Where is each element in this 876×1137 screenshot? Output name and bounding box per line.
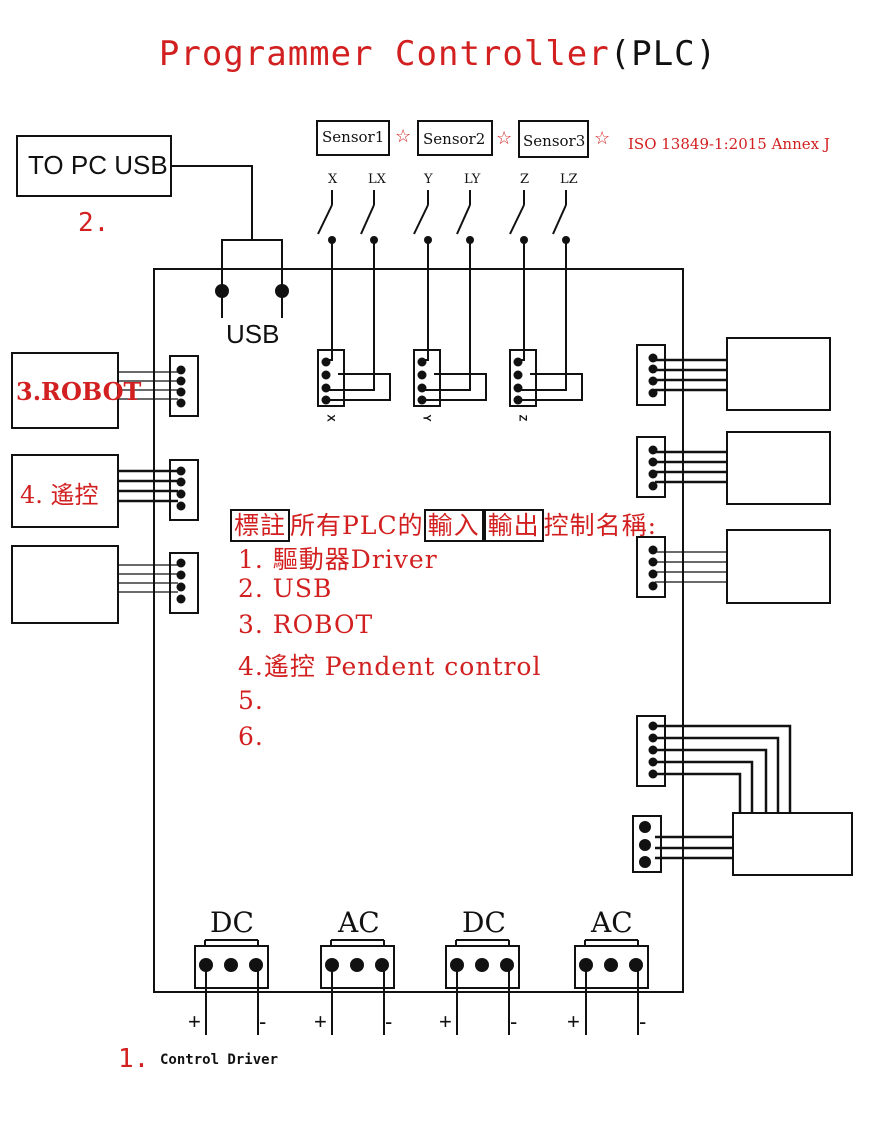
switch-label-lx: LX [368, 172, 386, 187]
plc-board [153, 268, 684, 993]
right-device-box-3 [726, 529, 831, 604]
left-device-box-3 [11, 545, 119, 624]
ac2-plus: + [567, 1009, 580, 1034]
dc2-minus: - [510, 1009, 518, 1034]
pc-usb-label: TO PC USB [28, 150, 168, 180]
footer-number: 1. [118, 1044, 150, 1074]
dc1-plus: + [188, 1009, 201, 1034]
sensor1-star-icon: ☆ [395, 126, 412, 146]
ac2-minus: - [639, 1009, 647, 1034]
connector-label-z: Z [516, 414, 529, 422]
notes-item-2: 2. USB [238, 574, 333, 603]
switch-label-lz: LZ [560, 172, 578, 187]
notes-item-3: 3. ROBOT [238, 610, 374, 639]
notes-item-1: 1. 驅動器Driver [238, 545, 438, 574]
dc-terminal-1 [194, 945, 269, 989]
switch-label-y: Y [424, 172, 433, 187]
sensor2-star-icon: ☆ [496, 128, 513, 148]
connector-label-x: X [324, 414, 337, 422]
switch-label-x: X [328, 172, 338, 187]
dc1-minus: - [259, 1009, 267, 1034]
ac1-minus: - [385, 1009, 393, 1034]
sensor3-box [518, 120, 589, 158]
connector-label-y: Y [420, 414, 433, 422]
right-connector-5 [632, 815, 662, 873]
notes-item-6: 6. [238, 722, 264, 751]
ac1-plus: + [314, 1009, 327, 1034]
sensor3-label: Sensor3 [523, 132, 586, 150]
notes-heading-part-5: 控制名稱: [543, 511, 658, 540]
pc-usb-number: 2. [78, 208, 110, 238]
page-title: Programmer Controller(PLC) [0, 34, 876, 74]
power-label-ac-1: AC [338, 906, 380, 939]
right-device-box-4 [732, 812, 853, 876]
ac-terminal-2 [574, 945, 649, 989]
notes-item-4: 4.遙控 Pendent control [238, 652, 542, 681]
power-label-dc-2: DC [462, 906, 506, 939]
switch-label-z: Z [520, 172, 530, 187]
notes-heading: 標註所有PLC的輸入輸出控制名稱: [230, 506, 657, 542]
pendant-device-label: 4. 遙控 [20, 481, 99, 509]
notes-heading-part-4: 輸出 [483, 509, 544, 542]
notes-item-5: 5. [238, 686, 264, 715]
right-device-box-1 [726, 337, 831, 411]
dc2-plus: + [439, 1009, 452, 1034]
ac-terminal-1 [320, 945, 395, 989]
standard-label: ISO 13849-1:2015 Annex J [628, 135, 830, 153]
title-suffix: (PLC) [609, 34, 718, 74]
power-label-ac-2: AC [591, 906, 633, 939]
notes-heading-part-1: 標註 [230, 509, 291, 542]
title-main: Programmer Controller [158, 34, 610, 74]
sensor2-label: Sensor2 [423, 130, 486, 148]
left-connector-1 [169, 355, 199, 417]
notes-heading-part-3: 輸入 [423, 509, 484, 542]
switch-label-ly: LY [464, 172, 481, 187]
right-connector-3 [636, 536, 666, 598]
footer-label: Control Driver [160, 1052, 279, 1068]
sensor1-box [316, 120, 390, 156]
right-device-box-2 [726, 431, 831, 505]
power-label-dc-1: DC [210, 906, 254, 939]
notes-heading-part-2: 所有PLC的 [290, 511, 424, 540]
right-connector-1 [636, 344, 666, 406]
usb-cable [171, 165, 253, 240]
usb-port [221, 239, 283, 293]
sensor3-star-icon: ☆ [594, 128, 611, 148]
usb-port-label: USB [226, 319, 280, 349]
robot-device-label: 3.ROBOT [16, 377, 142, 406]
sensor1-label: Sensor1 [322, 128, 385, 146]
dc-terminal-2 [445, 945, 520, 989]
right-connector-2 [636, 436, 666, 498]
sensor2-box [417, 120, 493, 156]
